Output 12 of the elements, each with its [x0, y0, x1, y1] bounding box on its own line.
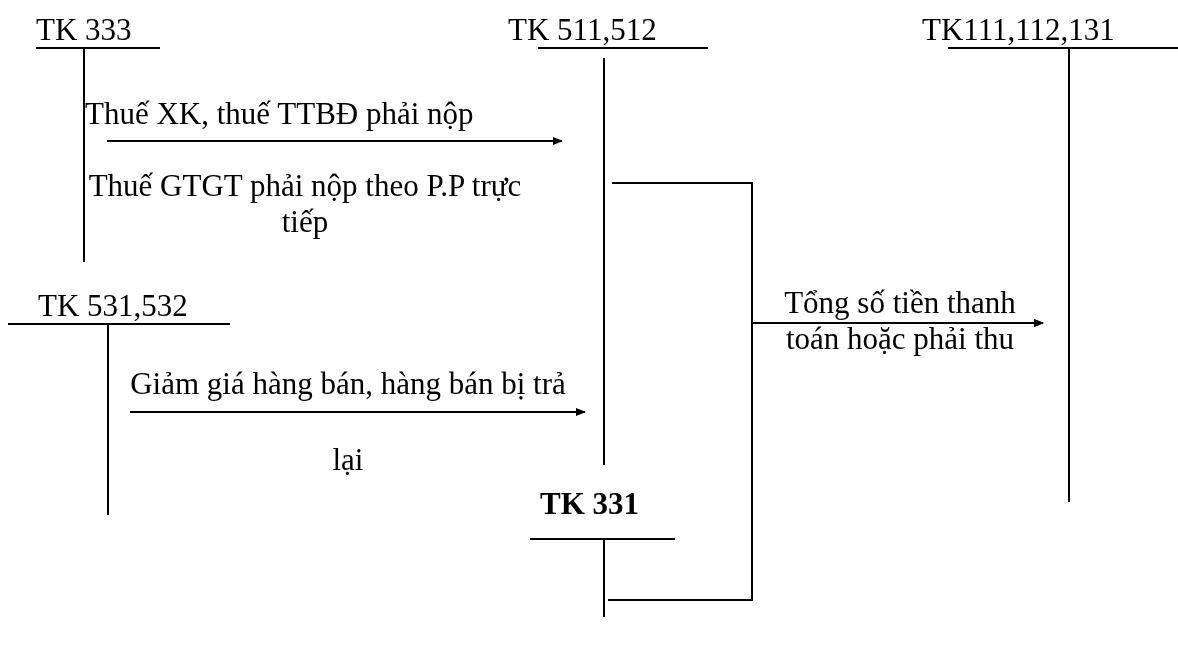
note-text: Thuế GTGT phải nộp theo P.P trực tiếp	[87, 168, 523, 240]
account-title: TK 511,512	[508, 12, 657, 48]
arrow	[106, 137, 563, 145]
account-title: TK111,112,131	[922, 12, 1115, 48]
account-title: TK 331	[540, 486, 640, 522]
edge-label: Tổng số tiền thanh toán hoặc phải thu	[783, 285, 1017, 357]
account-title: TK 531,532	[38, 288, 188, 324]
arrow	[607, 319, 1044, 601]
edge-label: Thuế XK, thuế TTBĐ phải nộp	[85, 96, 475, 132]
edge-label: Giảm giá hàng bán, hàng bán bị trả lại	[129, 365, 567, 479]
account-title: TK 333	[36, 12, 132, 48]
arrow	[129, 408, 586, 416]
